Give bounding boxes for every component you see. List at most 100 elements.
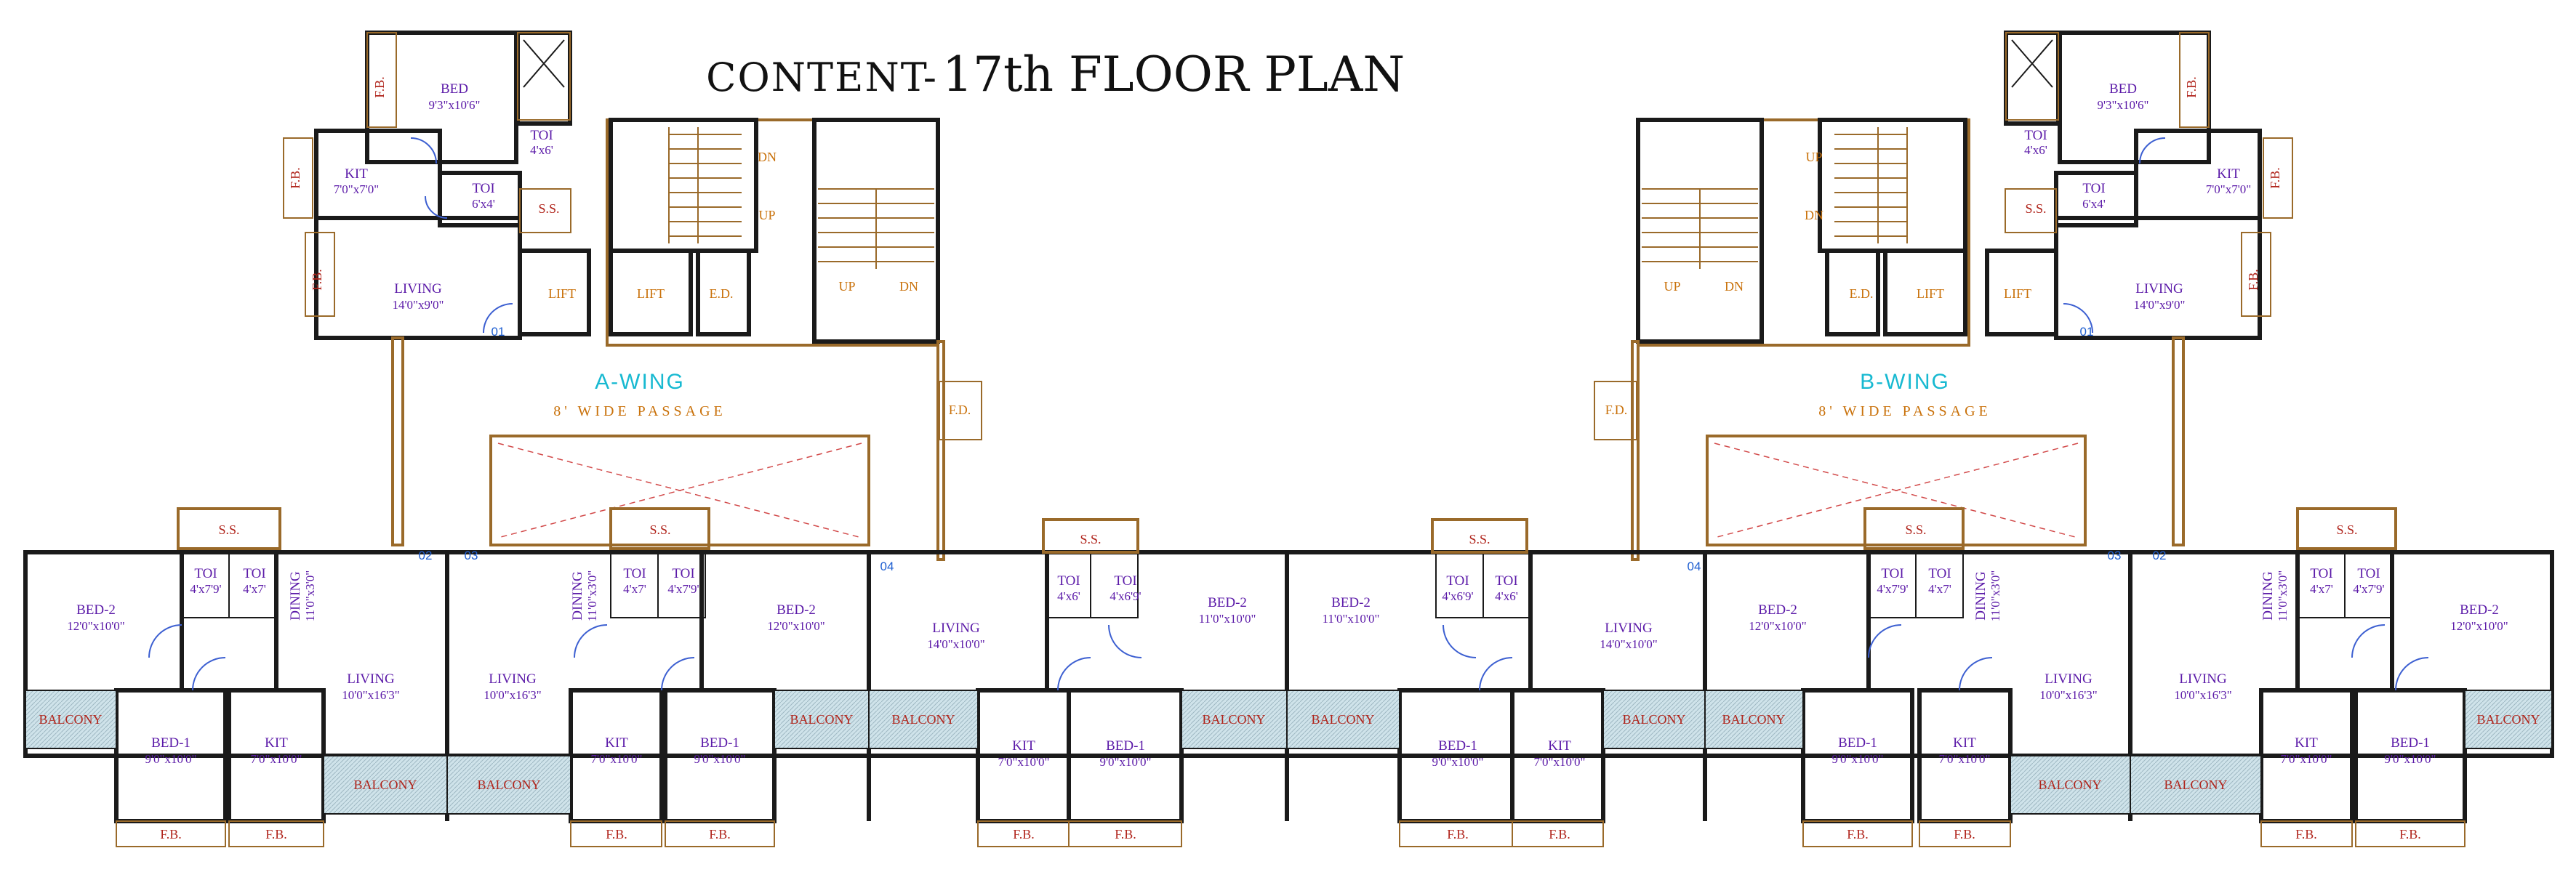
fb-label: F.B. <box>1954 827 1975 841</box>
room-size: 10'0"x16'3" <box>2174 688 2232 702</box>
room-size: 7'0"x10'0" <box>1938 752 1990 766</box>
a-stair-up1: UP <box>758 208 775 222</box>
room-size: 11'0"x3'0" <box>1989 570 2002 621</box>
b-top-living-size: 14'0"x9'0" <box>2133 298 2185 312</box>
balcony-label: BALCONY <box>2038 778 2101 792</box>
a-stair-up2: UP <box>838 279 855 294</box>
flat-number: 01 <box>491 325 505 339</box>
a-top-kit-size: 7'0"x7'0" <box>334 182 380 196</box>
a-fd-label: F.D. <box>949 403 971 417</box>
room-size: 14'0"x10'0" <box>1600 637 1658 651</box>
room-size: 9'0"x10'0" <box>1099 755 1151 769</box>
balcony-label: BALCONY <box>891 712 955 727</box>
room-size: 9'0"x10'0" <box>1432 755 1483 769</box>
a-top-kit-label: KIT <box>345 166 368 182</box>
a-top-toi1-size: 4'x6' <box>530 143 553 157</box>
balcony-label: BALCONY <box>353 778 417 792</box>
flat-number: 02 <box>2153 549 2167 562</box>
room-label: LIVING <box>932 621 980 636</box>
fb-label: F.B. <box>1847 827 1869 841</box>
a-top-toi2-label: TOI <box>472 181 494 196</box>
a-top-toi2-size: 6'x4' <box>472 197 495 211</box>
a-lift2-label: LIFT <box>637 286 665 301</box>
room-size: 4'x7' <box>2310 582 2333 596</box>
a-top-living-label: LIVING <box>394 281 442 296</box>
a-top-kit-room <box>314 129 442 220</box>
room-size: 4'x7'9' <box>1877 582 1908 596</box>
room-label: DINING <box>570 571 585 621</box>
a-wing-passage: 8' WIDE PASSAGE <box>553 403 726 419</box>
room-label: TOI <box>2310 566 2332 581</box>
a-top-fb3: F.B. <box>310 269 324 291</box>
a-top-toi1-label: TOI <box>530 128 553 143</box>
room-label: KIT <box>1548 738 1571 754</box>
room-label: LIVING <box>489 671 537 687</box>
room-label: BED-1 <box>1106 738 1145 754</box>
room-size: 4'x6' <box>1057 589 1080 603</box>
room-size: 4'x7'9' <box>2353 582 2384 596</box>
ss-label: S.S. <box>1080 532 1101 546</box>
ss-label: S.S. <box>1905 522 1926 537</box>
ss-label: S.S. <box>218 522 239 537</box>
room-label: TOI <box>1446 573 1469 589</box>
flat-number: 04 <box>1688 560 1701 573</box>
b-wing-passage: 8' WIDE PASSAGE <box>1818 403 1991 419</box>
b-wing-core <box>1594 31 2293 561</box>
room-size: 11'0"x3'0" <box>585 570 599 621</box>
room-size: 11'0"x10'0" <box>1199 612 1256 626</box>
room-size: 9'0"x10'0" <box>2384 752 2436 766</box>
room-size: 12'0"x10'0" <box>1749 619 1807 633</box>
room-size: 7'0"x10'0" <box>998 755 1049 769</box>
room-label: TOI <box>672 566 694 581</box>
room-size: 4'x6' <box>1495 589 1518 603</box>
fb-label: F.B. <box>1447 827 1469 841</box>
b-top-fb3: F.B. <box>2246 269 2260 291</box>
b-fd-label: F.D. <box>1605 403 1628 417</box>
a-stair-dn2: DN <box>899 279 918 294</box>
fb-label: F.B. <box>2295 827 2317 841</box>
room-label: KIT <box>1953 735 1976 751</box>
room-label: LIVING <box>2045 671 2093 687</box>
room-label: TOI <box>2357 566 2380 581</box>
balcony-label: BALCONY <box>2164 778 2227 792</box>
room-label: DINING <box>2260 571 2276 621</box>
room-size: 11'0"x3'0" <box>2276 570 2290 621</box>
a-top-fb2: F.B. <box>288 167 302 189</box>
room-label: TOI <box>1881 566 1903 581</box>
room-size: 4'x7' <box>243 582 266 596</box>
room-size: 4'x6'9' <box>1110 589 1141 603</box>
b-lift2-label: LIFT <box>2004 286 2031 301</box>
fb-label: F.B. <box>160 827 182 841</box>
b-top-toi2-label: TOI <box>2082 181 2105 196</box>
room-label: LIVING <box>347 671 395 687</box>
ss-label: S.S. <box>2336 522 2357 537</box>
b-ed-label: E.D. <box>1850 286 1874 301</box>
room-label: TOI <box>1928 566 1951 581</box>
room-label: BED-2 <box>2460 602 2499 618</box>
room-label: BED-1 <box>700 735 739 751</box>
room-label: BED-2 <box>1331 595 1371 610</box>
fb-label: F.B. <box>606 827 627 841</box>
room-size: 9'0"x10'0" <box>1831 752 1883 766</box>
a-wing-label: A-WING <box>595 370 685 394</box>
b-top-toi1-size: 4'x6' <box>2024 143 2047 157</box>
balcony-label: BALCONY <box>477 778 540 792</box>
ss-label: S.S. <box>1469 532 1490 546</box>
room-label: KIT <box>2295 735 2318 751</box>
room-size: 4'x7' <box>623 582 646 596</box>
room-label: KIT <box>265 735 288 751</box>
fb-label: F.B. <box>1549 827 1570 841</box>
a-wing-core <box>283 31 982 561</box>
balcony-label: BALCONY <box>1202 712 1265 727</box>
room-size: 12'0"x10'0" <box>2450 619 2508 633</box>
fb-label: F.B. <box>1115 827 1136 841</box>
fb-label: F.B. <box>2399 827 2421 841</box>
room-label: BED-2 <box>76 602 116 618</box>
flat-number: 02 <box>419 549 433 562</box>
room-size: 4'x6'9' <box>1442 589 1473 603</box>
room-size: 7'0"x10'0" <box>2280 752 2332 766</box>
a-lift-1 <box>518 249 591 336</box>
room-label: TOI <box>243 566 265 581</box>
room-size: 7'0"x10'0" <box>1533 755 1585 769</box>
b-wing-label: B-WING <box>1860 370 1950 394</box>
